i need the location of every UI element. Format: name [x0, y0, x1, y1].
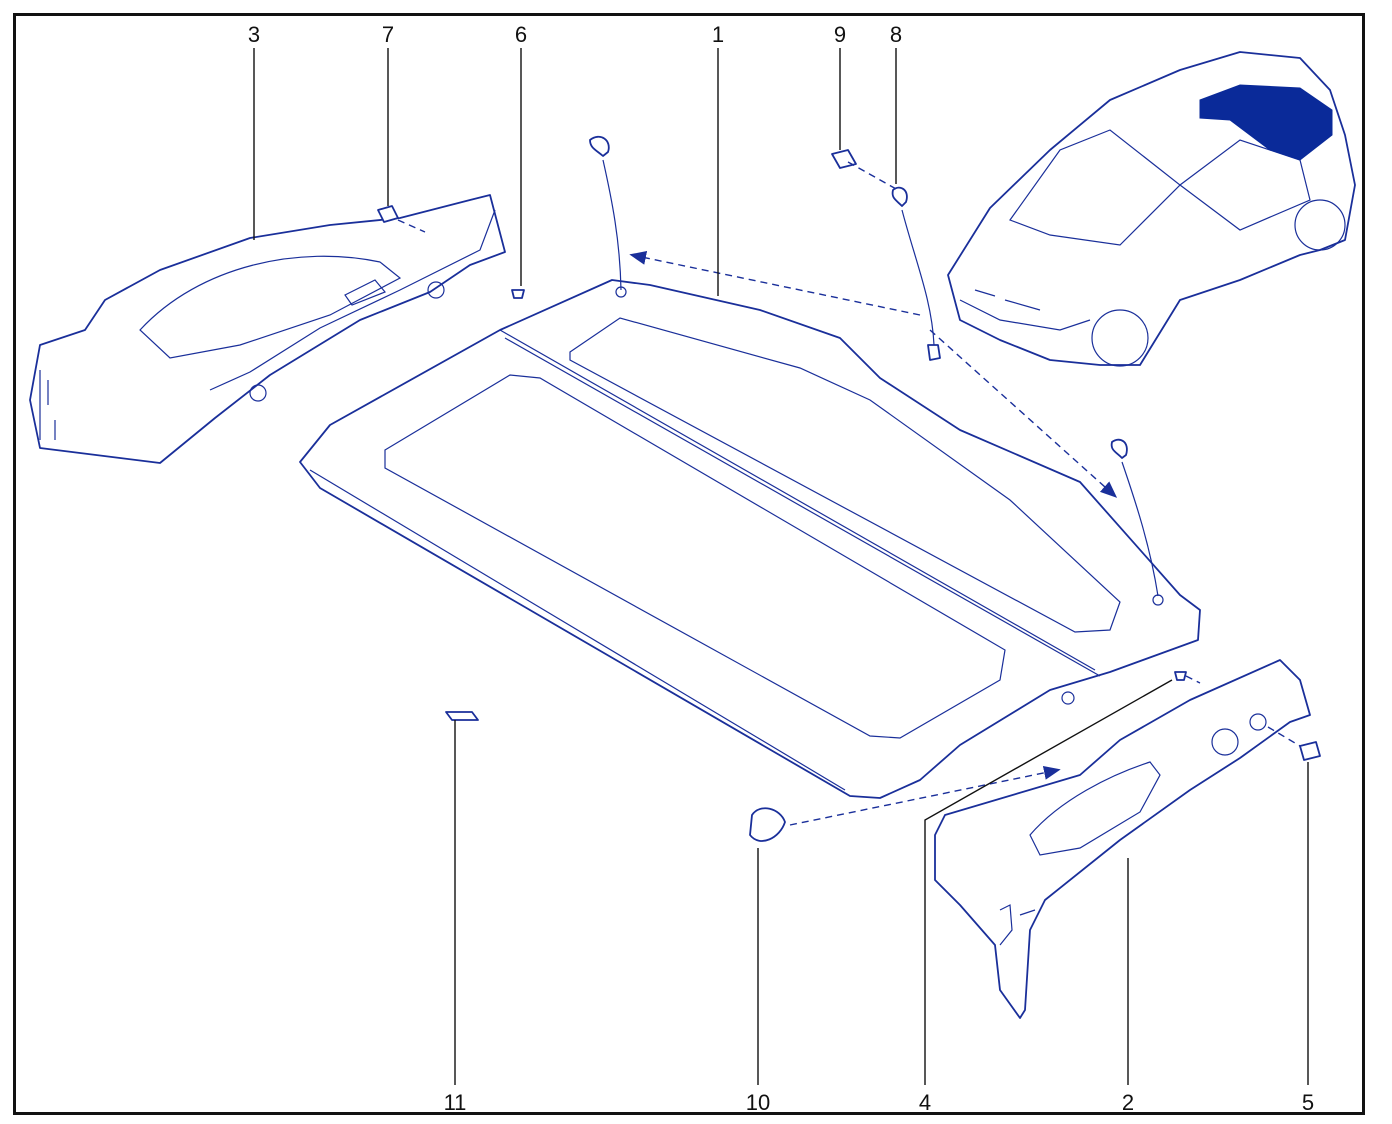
callout-11: 11 — [444, 1090, 467, 1115]
callout-leaders — [253, 48, 1309, 1085]
callout-6: 6 — [515, 22, 527, 47]
callout-10: 10 — [746, 1090, 770, 1115]
callout-8: 8 — [890, 22, 902, 47]
callout-5: 5 — [1302, 1090, 1314, 1115]
vehicle-location-thumbnail — [947, 51, 1356, 367]
clip-9-icon — [831, 149, 857, 169]
clip-7-icon — [377, 205, 399, 223]
assembly-arrows — [397, 161, 1301, 826]
screw-6-icon — [511, 289, 525, 299]
callout-labels: 3 7 6 1 9 8 11 10 4 2 5 — [248, 22, 1314, 1115]
right-trim-panel-part — [934, 659, 1311, 1019]
cap-10-icon — [749, 807, 786, 842]
callout-3: 3 — [248, 22, 260, 47]
callout-2: 2 — [1122, 1090, 1134, 1115]
callout-9: 9 — [834, 22, 846, 47]
callout-1: 1 — [712, 22, 724, 47]
clip-5-icon — [1299, 741, 1321, 761]
fastener-parts — [377, 149, 1321, 842]
screw-4-icon — [1174, 671, 1187, 681]
shelf-strap-part — [589, 135, 1159, 597]
left-trim-panel-part — [29, 194, 506, 464]
pad-11-icon — [445, 711, 479, 721]
callout-4: 4 — [919, 1090, 931, 1115]
callout-7: 7 — [382, 22, 394, 47]
